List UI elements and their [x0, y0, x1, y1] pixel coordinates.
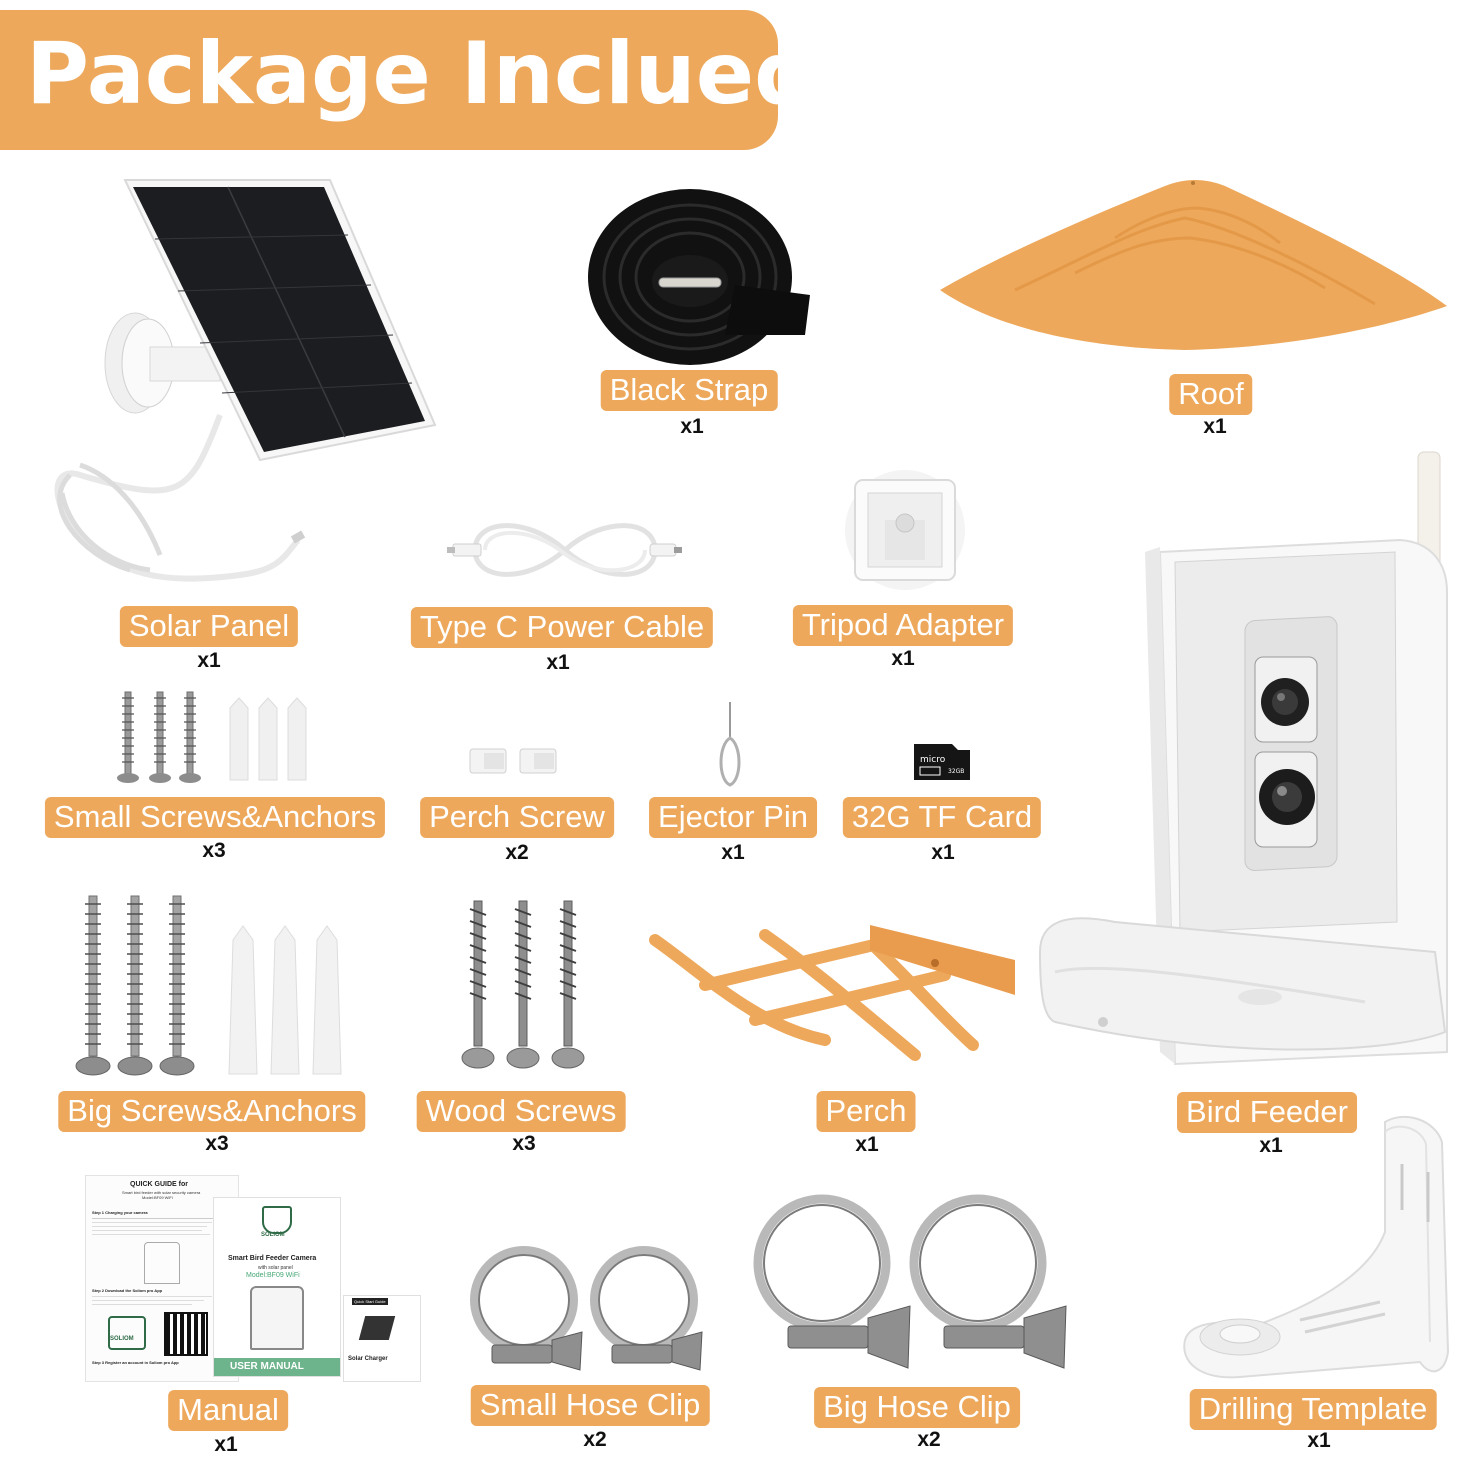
perch-image — [649, 925, 1015, 1061]
solar-panel-label: Solar Panel — [119, 606, 299, 647]
tripod-adapter-qty: x1 — [891, 647, 915, 670]
solar-panel-qty: x1 — [197, 649, 221, 672]
small-hose-clip-qty: x2 — [583, 1428, 607, 1451]
perch-label: Perch — [816, 1091, 916, 1132]
type-c-cable-label: Type C Power Cable — [410, 607, 714, 648]
perch-screw-image — [469, 748, 557, 774]
tf-card-image: micro 32GB — [914, 744, 970, 780]
tf-card-capacity: 32GB — [948, 768, 964, 775]
big-screws-image — [75, 895, 342, 1076]
roof-qty: x1 — [1203, 415, 1227, 438]
user-manual-band-text: USER MANUAL — [230, 1361, 304, 1372]
bird-feeder-image — [1038, 451, 1448, 1066]
perch-screw-label: Perch Screw — [420, 797, 614, 838]
header-banner: Package Inclued — [0, 10, 816, 150]
type-c-cable-image — [447, 523, 682, 577]
wood-screws-image — [461, 900, 585, 1069]
big-hose-clip-image — [753, 1194, 1067, 1369]
quick-guide-model: Model:BF09 WiFi — [142, 1195, 173, 1200]
solar-panel-sketch — [358, 1316, 396, 1340]
quick-guide-step1: Step 1 Charging your camera — [92, 1210, 148, 1215]
tf-card-brand: micro — [920, 755, 946, 765]
drilling-template-label: Drilling Template — [1189, 1389, 1437, 1430]
tripod-adapter-label: Tripod Adapter — [792, 605, 1014, 646]
feeder-sketch — [250, 1286, 304, 1350]
tf-card-label: 32G TF Card — [842, 797, 1042, 838]
big-hose-clip-label: Big Hose Clip — [814, 1387, 1020, 1428]
tripod-adapter-image — [845, 470, 965, 590]
quick-guide-title: QUICK GUIDE for — [130, 1181, 188, 1188]
user-manual-brand: SOLIOM — [261, 1232, 285, 1238]
big-screws-label: Big Screws&Anchors — [58, 1091, 366, 1132]
quick-guide-step2: Step 2 Download the Soliom pro App — [92, 1288, 163, 1293]
type-c-cable-qty: x1 — [546, 651, 570, 674]
shield-icon — [262, 1206, 292, 1234]
manual-label: Manual — [168, 1390, 288, 1431]
user-manual-sub: with solar panel — [258, 1265, 293, 1271]
small-hose-clip-image — [470, 1246, 703, 1371]
wood-screws-label: Wood Screws — [416, 1091, 626, 1132]
bird-feeder-label: Bird Feeder — [1177, 1092, 1357, 1133]
user-manual-model: Model:BF09 WiFi — [246, 1272, 300, 1279]
black-strap-qty: x1 — [680, 415, 704, 438]
black-strap-image — [588, 189, 810, 365]
quick-guide-subtitle: Smart bird feeder with solar security ca… — [122, 1190, 201, 1195]
small-screws-qty: x3 — [202, 839, 226, 862]
black-strap-label: Black Strap — [600, 370, 778, 411]
manual-qty: x1 — [214, 1433, 238, 1456]
manual-image: QUICK GUIDE for Smart bird feeder with s… — [85, 1175, 425, 1385]
soliom-brand: SOLIOM — [110, 1336, 134, 1342]
big-screws-qty: x3 — [205, 1132, 229, 1155]
bird-feeder-qty: x1 — [1259, 1134, 1283, 1157]
wood-screws-qty: x3 — [512, 1132, 536, 1155]
small-hose-clip-label: Small Hose Clip — [470, 1385, 710, 1426]
quick-guide-step3: Step 3 Register an account in Soliom pro… — [92, 1360, 179, 1365]
ejector-pin-qty: x1 — [721, 841, 745, 864]
big-hose-clip-qty: x2 — [917, 1428, 941, 1451]
ejector-pin-label: Ejector Pin — [649, 797, 817, 838]
user-manual-title: Smart Bird Feeder Camera — [228, 1255, 317, 1262]
qr-code — [164, 1312, 208, 1356]
ejector-pin-image — [719, 702, 741, 787]
page-title: Package Inclued — [26, 24, 816, 124]
solar-charger-card-title: Quick Start Guide — [352, 1298, 388, 1305]
small-screws-image — [117, 691, 307, 783]
user-manual-band: USER MANUAL — [214, 1358, 340, 1376]
solar-charger-card-caption: Solar Charger — [348, 1356, 388, 1362]
user-manual-cover: SOLIOM Smart Bird Feeder Camera with sol… — [213, 1197, 341, 1377]
solar-charger-card: Quick Start Guide Solar Charger — [343, 1295, 421, 1382]
perch-screw-qty: x2 — [505, 841, 529, 864]
roof-label: Roof — [1169, 374, 1253, 415]
roof-image — [940, 180, 1447, 350]
perch-qty: x1 — [855, 1133, 879, 1156]
solar-panel-image — [54, 179, 437, 582]
small-screws-label: Small Screws&Anchors — [44, 797, 386, 838]
tf-card-qty: x1 — [931, 841, 955, 864]
drilling-template-qty: x1 — [1307, 1429, 1331, 1452]
drilling-template-image — [1183, 1115, 1450, 1379]
soliom-logo — [108, 1316, 146, 1350]
